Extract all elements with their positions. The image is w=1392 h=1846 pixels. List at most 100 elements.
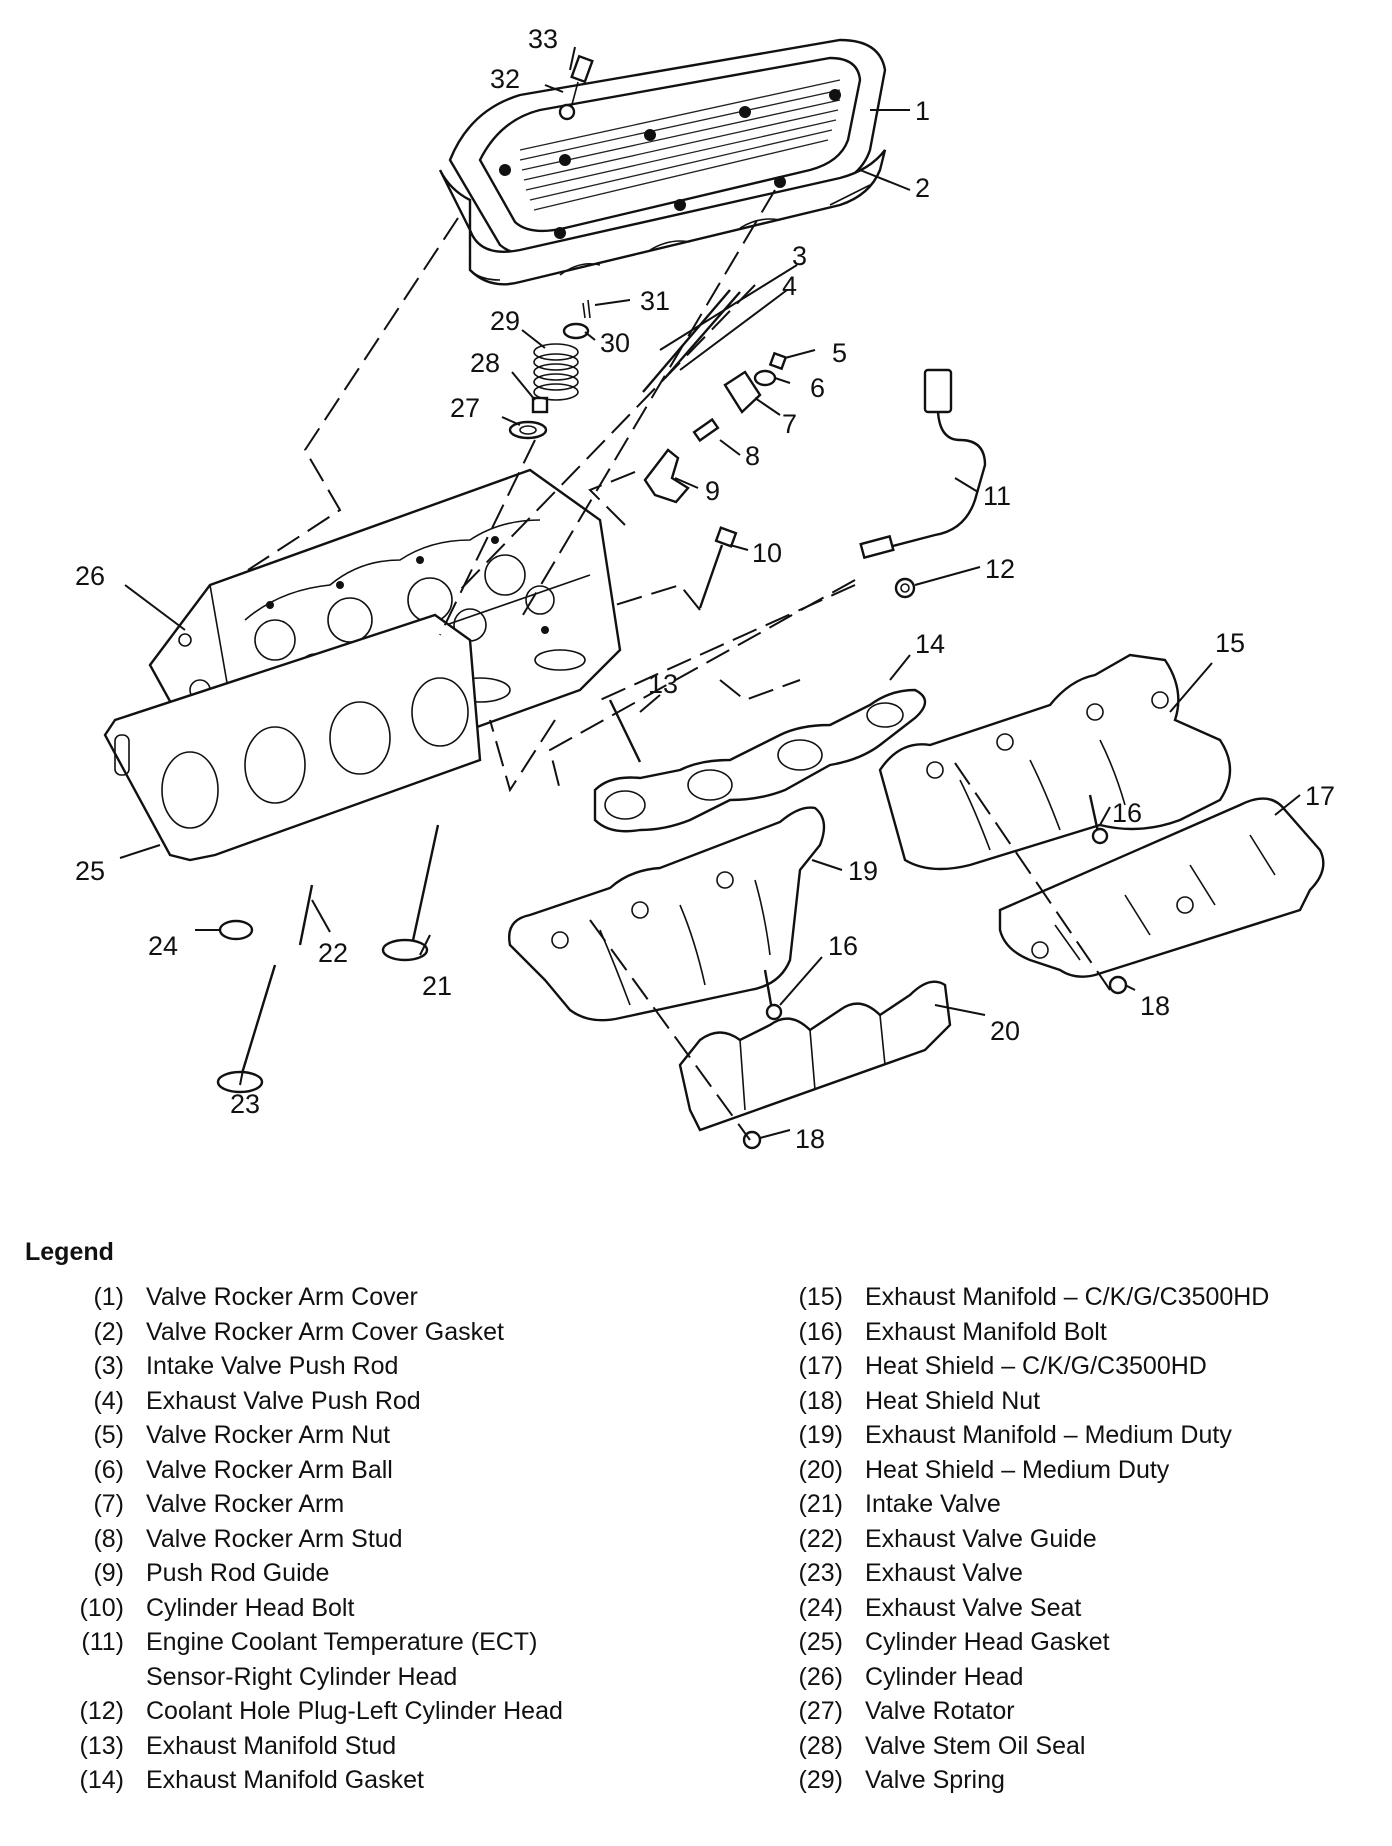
callout-3: 3	[792, 241, 807, 271]
legend-item-number: (29)	[798, 1766, 843, 1794]
legend-item-label: Exhaust Manifold Bolt	[865, 1317, 1107, 1346]
legend-item: (6)Valve Rocker Arm Ball	[40, 1453, 780, 1488]
exhaust-manifold-medium-duty	[508, 806, 826, 1022]
legend-item-label: Exhaust Valve Push Rod	[146, 1386, 421, 1415]
callout-19: 19	[848, 856, 878, 886]
callout-5: 5	[832, 338, 847, 368]
callout-18-lower: 18	[795, 1124, 825, 1154]
legend-item: (25)Cylinder Head Gasket	[770, 1625, 1370, 1660]
legend-title: Legend	[25, 1238, 114, 1266]
legend-item-label: Valve Rocker Arm Cover Gasket	[146, 1317, 504, 1346]
legend-item-number: (7)	[93, 1490, 124, 1518]
legend-item-label: Heat Shield – Medium Duty	[865, 1455, 1170, 1484]
cylinder-head-bolt	[698, 526, 738, 609]
legend-item-number: (16)	[798, 1317, 843, 1346]
callout-27: 27	[450, 393, 480, 423]
legend-item-number: (6)	[93, 1455, 124, 1484]
legend-item-label: Valve Rocker Arm Nut	[146, 1421, 391, 1449]
legend-item: (13) Exhaust Manifold Stud	[40, 1729, 780, 1764]
legend-item-number: (20)	[798, 1455, 843, 1484]
legend-item-number: (21)	[798, 1490, 843, 1518]
callout-leaders	[119, 46, 1301, 1139]
callout-29: 29	[490, 306, 520, 336]
legend-item-label: Exhaust Manifold Stud	[146, 1731, 397, 1760]
legend-item: (4)Exhaust Valve Push Rod	[40, 1384, 780, 1419]
legend-item: (27) Valve Rotator	[770, 1694, 1370, 1729]
legend-item-label: Cylinder Head Bolt	[146, 1593, 355, 1622]
callout-11: 11	[983, 481, 1011, 511]
callout-numbers: 33 32 1 2 3 4 31 30 29 28 27 5 6 7 8 9 1…	[75, 24, 1335, 1154]
legend-item-number: (22)	[798, 1524, 843, 1553]
exhaust-manifold-stud	[608, 699, 642, 763]
legend-item: (28)Valve Stem Oil Seal	[770, 1729, 1370, 1764]
legend-item-number: (24)	[798, 1593, 843, 1622]
callout-23: 23	[230, 1089, 260, 1119]
push-rod-guide	[643, 448, 690, 504]
callout-14: 14	[915, 629, 945, 659]
cylinder-head-gasket	[103, 613, 482, 862]
legend-item: (24) Exhaust Valve Seat	[770, 1591, 1370, 1626]
heat-shield-medium-duty	[678, 980, 952, 1132]
legend-item-number: (17)	[798, 1352, 843, 1380]
legend-item-number: (27)	[798, 1697, 843, 1725]
legend-item: (2) Valve Rocker Arm Cover Gasket	[40, 1315, 780, 1350]
legend-item: (18) Heat Shield Nut	[770, 1384, 1370, 1419]
callout-7: 7	[782, 409, 797, 439]
legend-item-number: (11)	[81, 1628, 124, 1656]
legend-item-label: Exhaust Valve Guide	[865, 1524, 1097, 1553]
legend-item-number: (1)	[93, 1283, 124, 1311]
legend-item: (22) Exhaust Valve Guide	[770, 1522, 1370, 1557]
callout-33: 33	[528, 24, 558, 54]
heat-shield-ckg	[998, 797, 1325, 978]
assembly-guide-lines	[247, 189, 1111, 1141]
legend-item-number: (10)	[79, 1593, 124, 1622]
legend-item-label: Valve Spring	[865, 1766, 1005, 1794]
legend-item: (29) Valve Spring	[770, 1763, 1370, 1798]
legend-item: (21)Intake Valve	[770, 1487, 1370, 1522]
legend-item-label: Cylinder Head Gasket	[865, 1628, 1110, 1656]
legend-item-number: (18)	[798, 1386, 843, 1415]
legend-item-label: Heat Shield Nut	[865, 1386, 1041, 1415]
legend-item: (5)Valve Rocker Arm Nut	[40, 1418, 780, 1453]
exhaust-manifold-gasket	[593, 688, 927, 833]
legend-item-number: (9)	[93, 1559, 124, 1587]
legend-item-label: Valve Rocker Arm Stud	[146, 1524, 403, 1553]
callout-21: 21	[422, 971, 452, 1001]
valve-spring-assembly	[508, 299, 591, 440]
legend-item-label: Exhaust Manifold – Medium Duty	[865, 1421, 1232, 1449]
legend-item: (15)Exhaust Manifold – C/K/G/C3500HD	[770, 1280, 1370, 1315]
legend-item: (12)Coolant Hole Plug-Left Cylinder Head	[40, 1694, 780, 1729]
coolant-hole-plug	[894, 577, 916, 599]
legend-item-label: Exhaust Manifold Gasket	[146, 1766, 424, 1794]
callout-32: 32	[490, 64, 520, 94]
legend-item-label: Valve Rotator	[865, 1697, 1015, 1725]
legend-item-number: (15)	[798, 1283, 843, 1311]
legend-item: (11) Engine Coolant Temperature (ECT) Sen…	[40, 1625, 780, 1694]
callout-2: 2	[915, 173, 930, 203]
legend-item-label: Valve Rocker Arm	[146, 1490, 345, 1518]
legend-item-number: (8)	[93, 1524, 124, 1553]
callout-16-upper: 16	[1112, 798, 1142, 828]
legend-item: (1)Valve Rocker Arm Cover	[40, 1280, 780, 1315]
callout-9: 9	[705, 476, 720, 506]
callout-13: 13	[648, 669, 678, 699]
legend-item-label: Exhaust Valve Seat	[865, 1593, 1082, 1622]
exploded-parts-diagram: 33 32 1 2 3 4 31 30 29 28 27 5 6 7 8 9 1…	[75, 24, 1335, 1154]
callout-28: 28	[470, 348, 500, 378]
legend-item-number: (13)	[79, 1731, 124, 1760]
callout-6: 6	[810, 373, 825, 403]
legend-item-number: (2)	[93, 1317, 124, 1346]
valve-rocker-arm-cover	[448, 38, 887, 257]
cover-bolt	[558, 54, 594, 121]
callout-1: 1	[915, 96, 930, 126]
legend-item-label: Intake Valve Push Rod	[146, 1352, 399, 1380]
legend-item-number: (23)	[798, 1559, 843, 1587]
legend-item-label: Engine Coolant Temperature (ECT) Sensor-…	[146, 1628, 538, 1691]
callout-24: 24	[148, 931, 178, 961]
legend-item: (20) Heat Shield – Medium Duty	[770, 1453, 1370, 1488]
callout-20: 20	[990, 1016, 1020, 1046]
push-rods	[642, 289, 741, 393]
legend-item: (23)Exhaust Valve	[770, 1556, 1370, 1591]
legend-item-label: Heat Shield – C/K/G/C3500HD	[865, 1352, 1207, 1380]
callout-15: 15	[1215, 628, 1245, 658]
